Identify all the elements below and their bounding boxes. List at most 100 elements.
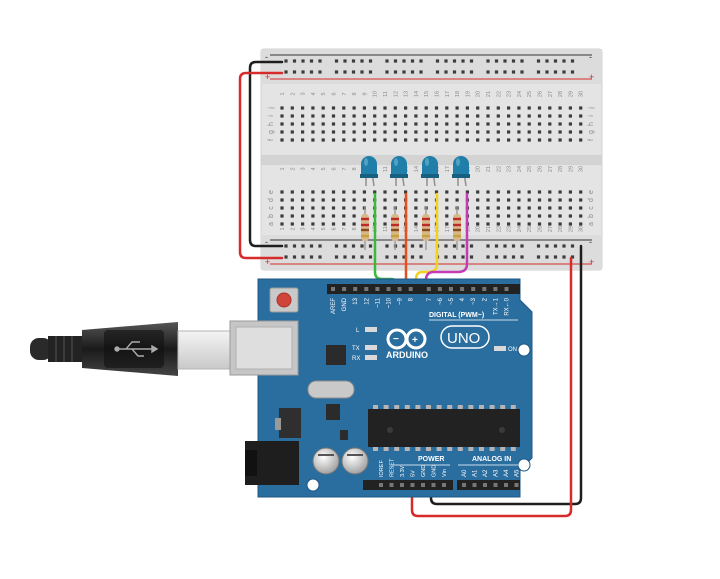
breadboard-hole[interactable] [301,206,305,210]
breadboard-hole[interactable] [527,130,531,134]
breadboard-hole[interactable] [476,138,480,142]
breadboard-hole[interactable] [527,214,531,218]
rail-hole[interactable] [486,70,490,74]
rail-hole[interactable] [520,59,524,63]
rail-hole[interactable] [318,255,322,259]
breadboard-hole[interactable] [342,106,346,110]
breadboard-hole[interactable] [331,214,336,218]
rail-hole[interactable] [334,70,339,74]
breadboard-hole[interactable] [486,106,490,110]
reset-button-cap[interactable] [276,292,292,308]
breadboard-hole[interactable] [290,222,294,226]
breadboard-hole[interactable] [558,198,562,202]
breadboard-hole[interactable] [568,130,572,134]
rail-hole[interactable] [419,255,423,259]
breadboard-hole[interactable] [383,138,387,142]
breadboard-hole[interactable] [476,214,480,218]
breadboard-hole[interactable] [476,206,480,210]
breadboard-hole[interactable] [352,106,356,110]
breadboard-hole[interactable] [414,122,418,126]
digital-pin[interactable] [342,287,347,291]
breadboard-hole[interactable] [290,114,294,118]
rail-hole[interactable] [292,70,297,74]
rail-hole[interactable] [494,70,499,74]
rail-hole[interactable] [444,244,448,248]
rail-hole[interactable] [545,255,549,259]
rail-hole[interactable] [570,59,575,63]
rail-hole[interactable] [402,70,406,74]
rail-hole[interactable] [309,244,314,248]
breadboard-hole[interactable] [527,106,531,110]
digital-pin[interactable] [504,287,509,291]
breadboard-hole[interactable] [496,122,500,126]
rail-hole[interactable] [410,255,415,259]
rail-hole[interactable] [511,244,516,248]
rail-hole[interactable] [360,255,364,259]
rail-hole[interactable] [562,255,566,259]
breadboard-hole[interactable] [342,138,346,142]
breadboard-hole[interactable] [527,222,531,226]
rail-hole[interactable] [486,59,490,63]
breadboard-hole[interactable] [373,114,377,118]
rail-hole[interactable] [351,244,356,248]
breadboard-hole[interactable] [311,222,315,226]
breadboard-hole[interactable] [290,106,294,110]
breadboard-hole[interactable] [486,122,490,126]
analog-pin[interactable] [493,483,498,487]
breadboard-hole[interactable] [424,106,428,110]
breadboard-hole[interactable] [321,190,325,194]
breadboard-hole[interactable] [321,206,325,210]
breadboard-hole[interactable] [321,106,325,110]
rail-hole[interactable] [545,244,549,248]
breadboard-hole[interactable] [486,214,490,218]
breadboard-hole[interactable] [321,138,325,142]
rail-hole[interactable] [486,255,490,259]
breadboard-hole[interactable] [342,214,346,218]
breadboard-hole[interactable] [507,190,511,194]
rail-hole[interactable] [368,244,373,248]
breadboard-hole[interactable] [414,214,418,218]
rail-hole[interactable] [318,59,322,63]
breadboard-hole[interactable] [280,130,284,134]
breadboard-hole[interactable] [476,222,480,226]
rail-hole[interactable] [461,244,465,248]
rail-hole[interactable] [284,70,288,74]
breadboard-hole[interactable] [393,114,397,118]
breadboard-hole[interactable] [342,206,346,210]
rail-hole[interactable] [503,59,507,63]
rail-hole[interactable] [343,70,347,74]
breadboard-hole[interactable] [568,198,572,202]
rail-hole[interactable] [494,59,499,63]
rail-hole[interactable] [452,255,457,259]
breadboard-hole[interactable] [507,130,511,134]
breadboard-hole[interactable] [548,130,552,134]
rail-hole[interactable] [486,244,490,248]
breadboard-hole[interactable] [445,190,449,194]
rail-hole[interactable] [368,255,373,259]
rail-hole[interactable] [461,59,465,63]
breadboard-hole[interactable] [414,206,418,210]
rail-hole[interactable] [461,70,465,74]
digital-pin[interactable] [437,287,442,291]
breadboard-hole[interactable] [321,122,325,126]
breadboard-hole[interactable] [537,198,542,202]
rail-hole[interactable] [292,255,297,259]
breadboard-hole[interactable] [342,122,346,126]
breadboard-hole[interactable] [321,214,325,218]
breadboard-hole[interactable] [331,114,336,118]
rail-hole[interactable] [419,59,423,63]
rail-hole[interactable] [536,244,541,248]
breadboard-hole[interactable] [362,138,366,142]
breadboard-hole[interactable] [311,122,315,126]
breadboard-hole[interactable] [373,190,377,194]
breadboard-hole[interactable] [568,214,572,218]
digital-pin[interactable] [482,287,487,291]
rail-hole[interactable] [343,59,347,63]
breadboard-hole[interactable] [548,190,552,194]
breadboard-hole[interactable] [517,114,521,118]
resistor-2[interactable] [391,206,399,250]
rail-hole[interactable] [570,244,575,248]
breadboard-hole[interactable] [537,138,542,142]
breadboard-hole[interactable] [455,190,459,194]
breadboard-hole[interactable] [342,114,346,118]
